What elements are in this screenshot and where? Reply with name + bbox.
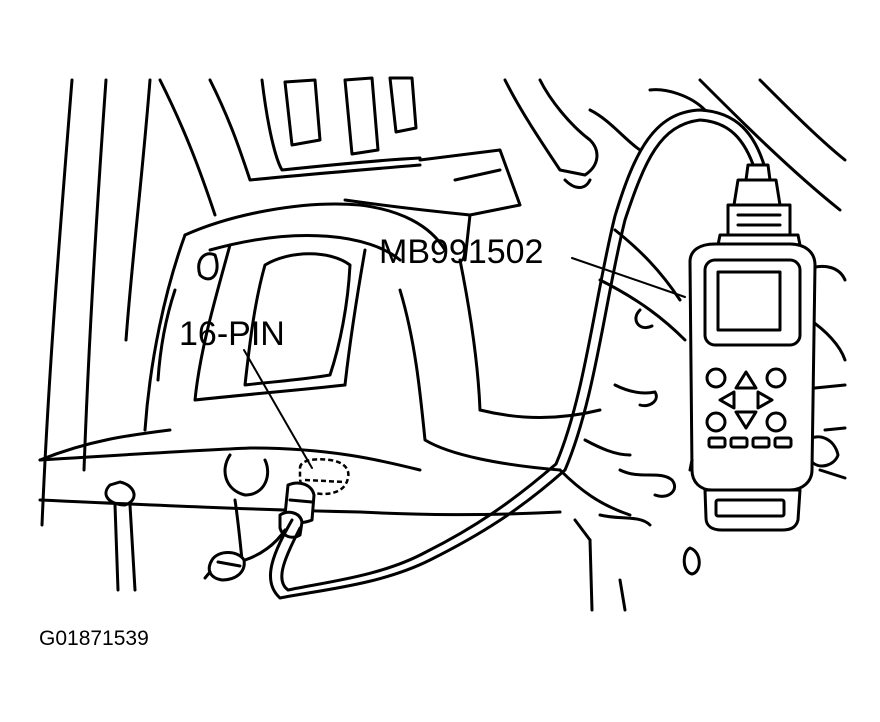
vehicle-interior-lower-dash	[38, 76, 847, 612]
connector-label: 16-PIN	[179, 315, 285, 353]
data-link-connector-16-pin	[298, 458, 350, 496]
figure-id: G01871539	[39, 627, 149, 650]
scan-tool-screen	[716, 270, 782, 332]
connector-callout-leader	[243, 349, 313, 469]
tester-cable	[269, 108, 767, 600]
scan-tool-function-key	[773, 436, 793, 449]
right-arrow-icon	[756, 390, 774, 410]
scan-tool-button	[765, 411, 787, 433]
down-arrow-icon	[734, 410, 758, 430]
scan-tool-button	[765, 367, 787, 389]
tool-label: MB991502	[379, 233, 543, 271]
scan-tool-button	[705, 367, 727, 389]
scan-tool-mb991502	[688, 163, 817, 532]
scan-tool-function-key	[729, 436, 749, 449]
scan-tool-function-key	[707, 436, 727, 449]
dash-vent	[260, 76, 422, 172]
scan-tool-button	[705, 411, 727, 433]
left-arrow-icon	[718, 390, 736, 410]
tool-callout-leader	[571, 257, 686, 298]
scan-tool-function-key	[751, 436, 771, 449]
diagnostic-plug-and-harness	[203, 481, 316, 582]
up-arrow-icon	[734, 370, 758, 390]
callout-leaders	[243, 257, 686, 469]
